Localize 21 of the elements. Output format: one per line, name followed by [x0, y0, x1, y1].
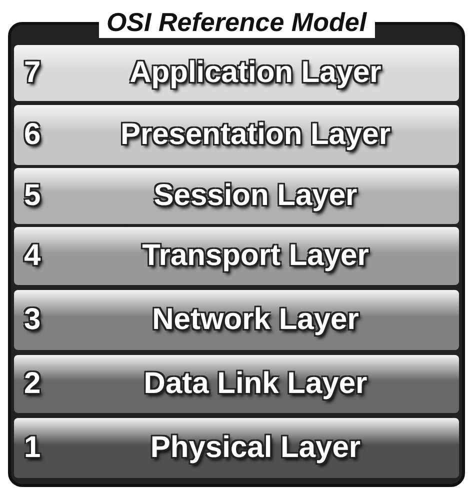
layer-number: 2: [24, 367, 41, 401]
layer-number: 7: [24, 56, 41, 90]
layer-band: [14, 355, 459, 413]
layer-name: Session Layer: [152, 179, 358, 213]
layer-number: 4: [24, 239, 41, 273]
layer-number: 3: [24, 303, 41, 337]
layer-name: Network Layer: [151, 303, 360, 337]
layer-name: Application Layer: [128, 56, 382, 90]
layer-name: Physical Layer: [149, 431, 362, 465]
layer-band: [14, 105, 459, 165]
layer-number: 1: [24, 431, 41, 465]
layer-band: [14, 418, 459, 478]
layer-band: [14, 290, 459, 350]
layer-band: [14, 45, 459, 101]
layer-name: Data Link Layer: [142, 367, 368, 401]
layer-number: 5: [24, 179, 41, 213]
layer-name: Transport Layer: [141, 239, 370, 273]
layer-name: Presentation Layer: [119, 118, 392, 152]
layer-number: 6: [24, 118, 41, 152]
layer-band: [14, 227, 459, 285]
layer-band: [14, 168, 459, 224]
